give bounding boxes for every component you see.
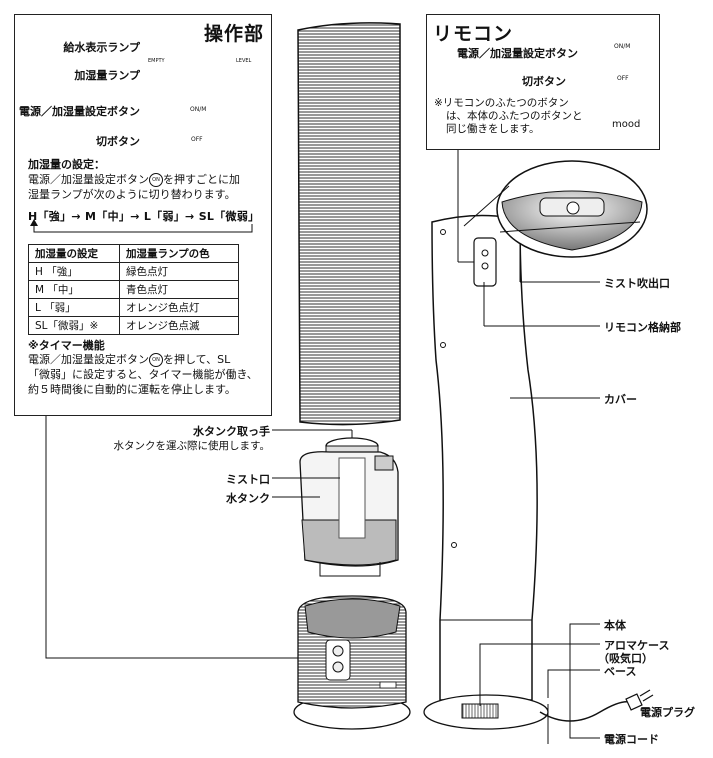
tank-handle-note: 水タンクを運ぶ際に使用します。 bbox=[113, 440, 270, 452]
level-sequence: H「強」→ M「中」→ L「弱」→ SL「微弱」 bbox=[28, 210, 260, 223]
main-tower-drawing bbox=[423, 214, 654, 730]
water-lamp-label: 給水表示ランプ bbox=[63, 41, 140, 54]
table-row: L 「弱」 オレンジ色点灯 bbox=[28, 298, 239, 317]
setting-text-3: 湿量ランプが次のように切り替わります。 bbox=[28, 188, 236, 201]
panel-mark-off: OFF bbox=[191, 136, 203, 143]
remote-note: ※リモコンのふたつのボタン は、本体のふたつのボタンと 同じ働きをします。 bbox=[434, 97, 604, 136]
control-panel-box bbox=[14, 14, 272, 416]
control-panel-title: 操作部 bbox=[204, 23, 265, 45]
tank-handle-label: 水タンク取っ手 bbox=[193, 425, 270, 438]
table-cell: オレンジ色点灯 bbox=[119, 298, 239, 317]
panel-mark-level: LEVEL bbox=[236, 58, 252, 64]
setting-heading: 加湿量の設定： bbox=[28, 158, 105, 171]
on-button-icon: ON bbox=[149, 353, 163, 367]
mist-port-label: ミスト口 bbox=[226, 473, 270, 486]
timer-text-4: 約５時間後に自動的に運転を停止します。 bbox=[28, 383, 236, 396]
cover-label: カバー bbox=[604, 393, 637, 406]
remote-off-mark: OFF bbox=[617, 75, 629, 82]
setting-text-1: 電源／加湿量設定ボタン bbox=[28, 173, 149, 186]
table-cell: 緑色点灯 bbox=[119, 262, 239, 281]
timer-text-3: 「微弱」に設定すると、タイマー機能が働き、 bbox=[28, 368, 258, 381]
table-cell: H 「強」 bbox=[28, 262, 120, 281]
level-table: 加湿量の設定 加湿量ランプの色 H 「強」 緑色点灯 M 「中」 青色点灯 L … bbox=[28, 244, 239, 335]
remote-note-3: 同じ働きをします。 bbox=[446, 123, 540, 135]
on-button-icon: ON bbox=[149, 173, 163, 187]
table-header: 加湿量の設定 bbox=[28, 244, 120, 263]
remote-box bbox=[426, 14, 660, 150]
level-lamp-label: 加湿量ランプ bbox=[74, 69, 140, 82]
base-label: ベース bbox=[604, 665, 637, 678]
panel-mark-on: ON/M bbox=[190, 106, 207, 113]
water-tank-label: 水タンク bbox=[226, 492, 270, 505]
setting-text-2: を押すごとに加 bbox=[163, 173, 240, 186]
aroma-case-label: アロマケース bbox=[604, 639, 670, 652]
table-row: SL「微弱」※ オレンジ色点滅 bbox=[28, 316, 239, 335]
remote-off-label: 切ボタン bbox=[522, 75, 566, 88]
timer-heading: ※タイマー機能 bbox=[28, 339, 105, 352]
table-cell: SL「微弱」※ bbox=[28, 316, 120, 335]
remote-title: リモコン bbox=[433, 23, 514, 45]
timer-text-2: を押して、SL bbox=[163, 353, 231, 366]
water-tank-drawing bbox=[299, 437, 399, 577]
remote-on-mark: ON/M bbox=[614, 43, 631, 50]
panel-mark-empty: EMPTY bbox=[148, 58, 165, 64]
table-row: H 「強」 緑色点灯 bbox=[28, 262, 239, 281]
table-header-row: 加湿量の設定 加湿量ランプの色 bbox=[28, 244, 239, 263]
base-unit-drawing bbox=[293, 595, 411, 730]
power-button-label: 電源／加湿量設定ボタン bbox=[19, 105, 140, 118]
remote-note-2: は、本体のふたつのボタンと bbox=[446, 110, 583, 122]
remote-brand-logo: mood bbox=[612, 119, 641, 130]
remote-power-label: 電源／加湿量設定ボタン bbox=[457, 47, 578, 60]
power-plug-label: 電源プラグ bbox=[640, 706, 695, 719]
mist-outlet-label: ミスト吹出口 bbox=[604, 277, 670, 290]
off-button-label: 切ボタン bbox=[96, 135, 140, 148]
remote-note-1: ※リモコンのふたつのボタン bbox=[434, 97, 569, 109]
table-cell: オレンジ色点滅 bbox=[119, 316, 239, 335]
table-cell: M 「中」 bbox=[28, 280, 120, 299]
table-header: 加湿量ランプの色 bbox=[119, 244, 239, 263]
cover-panel bbox=[297, 22, 401, 426]
power-cord-label: 電源コード bbox=[604, 733, 659, 746]
table-cell: L 「弱」 bbox=[28, 298, 120, 317]
table-row: M 「中」 青色点灯 bbox=[28, 280, 239, 299]
main-body-label: 本体 bbox=[604, 619, 626, 632]
remote-storage-label: リモコン格納部 bbox=[604, 321, 681, 334]
table-cell: 青色点灯 bbox=[119, 280, 239, 299]
aroma-case-sub-label: （吸気口） bbox=[598, 652, 653, 665]
mist-outlet-zoom bbox=[463, 160, 648, 258]
timer-text-1: 電源／加湿量設定ボタン bbox=[28, 353, 149, 366]
